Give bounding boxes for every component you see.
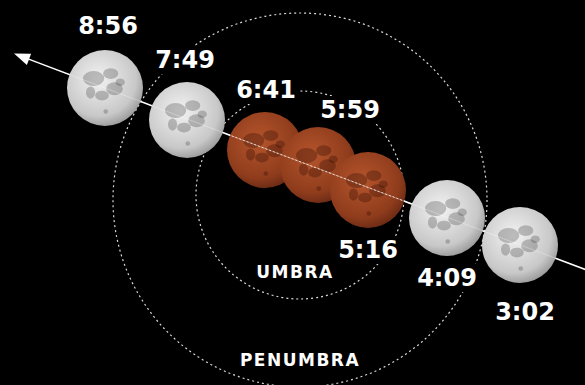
eclipsed-moon (330, 152, 406, 228)
moon-disc (149, 82, 225, 158)
lunar-mare (366, 211, 371, 216)
lunar-mare (428, 216, 437, 228)
lunar-mare (165, 103, 186, 118)
lunar-mare (379, 181, 388, 189)
time-label: 5:59 (317, 96, 383, 124)
time-label: 7:49 (152, 46, 218, 74)
moon-disc (330, 152, 406, 228)
lunar-mare (86, 86, 95, 98)
full-moon (149, 82, 225, 158)
lunar-mare (185, 141, 190, 146)
lunar-mare (437, 221, 451, 231)
region-label: PENUMBRA (240, 350, 360, 370)
moon-path-overlay (60, 71, 560, 260)
lunar-mare (177, 123, 191, 133)
lunar-mare (296, 148, 317, 163)
lunar-mare (263, 130, 278, 141)
moon-disc (409, 180, 485, 256)
lunar-mare (349, 188, 358, 200)
lunar-mare (95, 91, 109, 101)
lunar-mare (329, 156, 338, 164)
lunar-mare (185, 100, 200, 111)
lunar-mare (103, 109, 108, 114)
lunar-mare (168, 118, 177, 130)
full-moon (409, 180, 485, 256)
dashed-circle (196, 91, 404, 299)
lunar-mare (531, 236, 540, 244)
lunar-mare (103, 68, 118, 79)
lunar-mare (116, 79, 125, 87)
lunar-mare (518, 225, 533, 236)
time-label: 5:16 (335, 236, 401, 264)
direction-arrowhead (14, 54, 31, 65)
lunar-mare (358, 193, 372, 203)
time-label: 3:02 (492, 298, 558, 326)
lunar-mare (263, 171, 268, 176)
lunar-mare (501, 243, 510, 255)
lunar-mare (316, 186, 321, 191)
region-label: UMBRA (256, 262, 333, 282)
lunar-mare (316, 145, 331, 156)
lunar-mare (299, 163, 308, 175)
lunar-mare (445, 239, 450, 244)
time-label: 4:09 (414, 264, 480, 292)
lunar-mare (458, 209, 467, 217)
lunar-mare (255, 153, 269, 163)
lunar-mare (518, 266, 523, 271)
lunar-mare (198, 111, 207, 119)
moon-path-dotted (228, 134, 405, 201)
lunar-mare (243, 133, 264, 148)
dashed-circle (113, 13, 487, 385)
time-label: 6:41 (233, 76, 299, 104)
lunar-mare (366, 170, 381, 181)
lunar-mare (425, 201, 446, 216)
lunar-mare (276, 141, 285, 149)
lunar-mare (510, 248, 524, 258)
time-label: 8:56 (75, 12, 141, 40)
lunar-mare (246, 148, 255, 160)
lunar-mare (445, 198, 460, 209)
moon-path-line (22, 57, 585, 272)
